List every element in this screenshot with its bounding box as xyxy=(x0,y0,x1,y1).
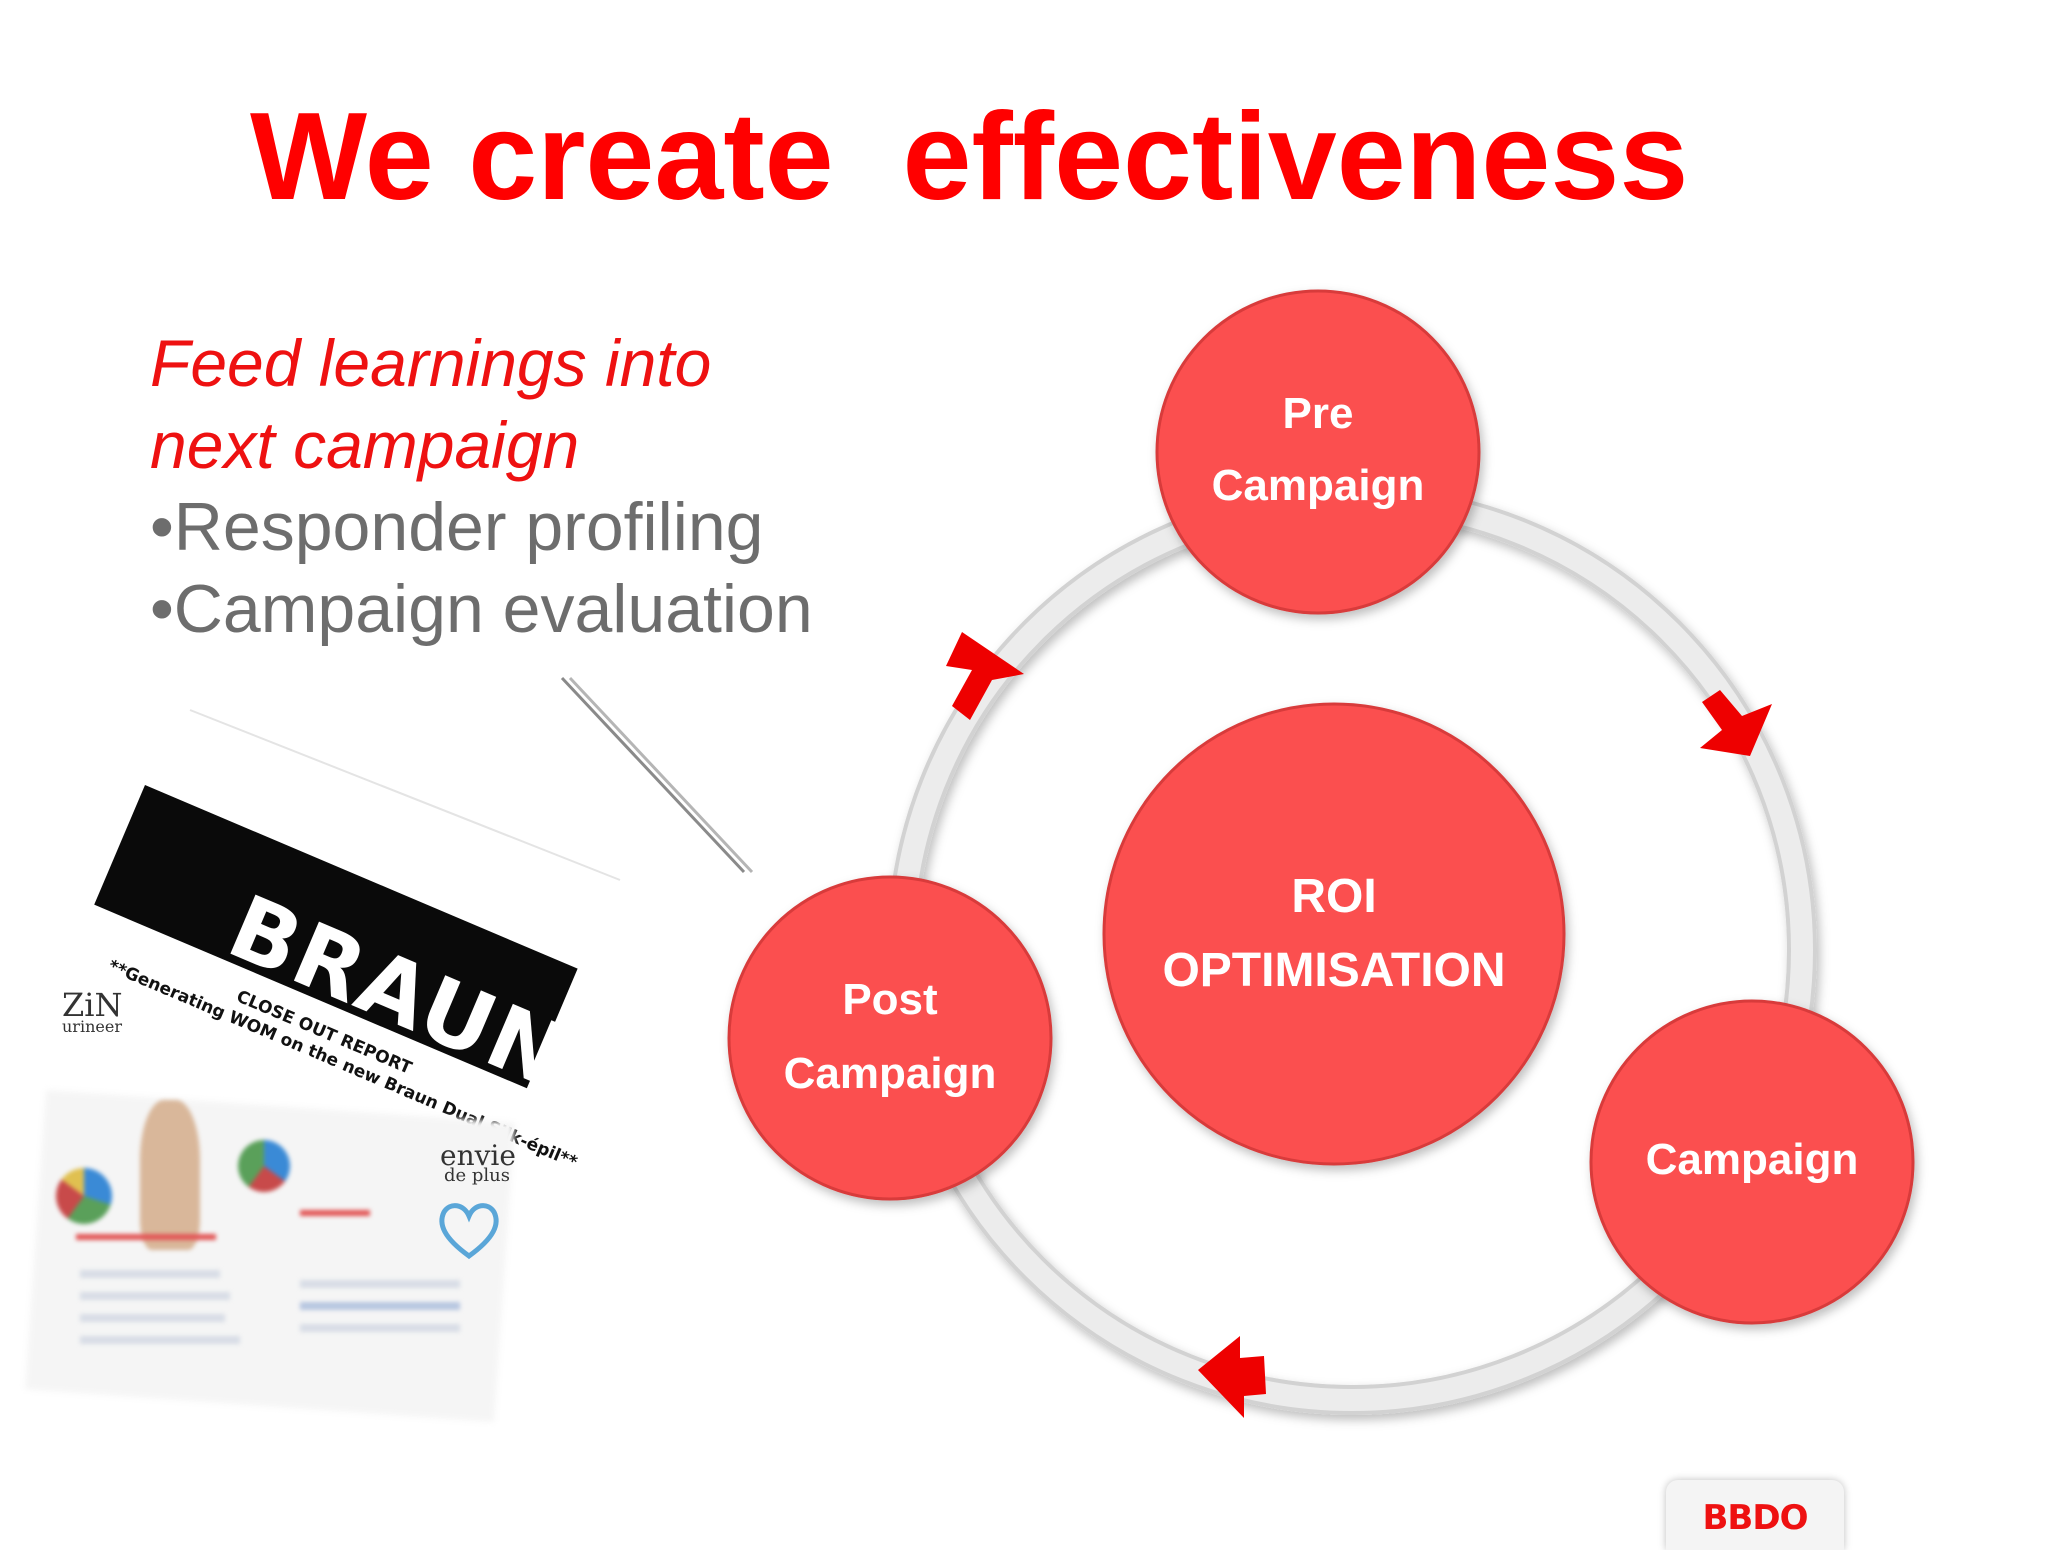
feed-learnings-line-1: Feed learnings into xyxy=(150,326,712,400)
blurred-table-row xyxy=(80,1336,240,1344)
cycle-arrow-bottom xyxy=(1198,1336,1266,1418)
bbdo-logo: BBDO xyxy=(1666,1480,1844,1550)
cycle-arrow-left xyxy=(946,632,1024,720)
slide-title: We create effectiveness xyxy=(250,88,1689,226)
person-photo xyxy=(140,1100,200,1250)
blurred-table-row xyxy=(300,1280,460,1288)
svg-text:Campaign: Campaign xyxy=(1646,1135,1859,1184)
pie-chart-icon xyxy=(56,1168,112,1224)
blurred-heading xyxy=(76,1234,216,1240)
svg-text:Post: Post xyxy=(842,975,938,1024)
blurred-table-row xyxy=(80,1270,220,1278)
cycle-arrow-right xyxy=(1700,690,1772,756)
node-post-campaign: Post Campaign xyxy=(727,875,1053,1201)
blurred-table-row xyxy=(80,1314,225,1322)
node-pre-campaign: Pre Campaign xyxy=(1155,289,1481,615)
heart-icon xyxy=(439,1203,499,1260)
feed-learnings-line-2: next campaign xyxy=(150,408,580,482)
blurred-table-row xyxy=(80,1292,230,1300)
blurred-table-row xyxy=(300,1324,460,1332)
blurred-heading xyxy=(300,1210,370,1216)
svg-text:Campaign: Campaign xyxy=(1212,461,1425,510)
bullet-campaign-evaluation: •Campaign evaluation xyxy=(150,571,813,647)
report-page-edge xyxy=(189,709,621,881)
pie-chart-icon xyxy=(238,1140,290,1192)
learnings-bullet-list: •Responder profiling •Campaign evaluatio… xyxy=(150,486,813,650)
svg-text:Pre: Pre xyxy=(1283,389,1354,438)
blurred-table-row xyxy=(300,1302,460,1310)
zin-logo: ZiN urineer xyxy=(62,986,123,1036)
svg-text:OPTIMISATION: OPTIMISATION xyxy=(1162,944,1505,997)
callout-pointer-line xyxy=(560,676,754,874)
learnings-block: Feed learnings into next campaign •Respo… xyxy=(150,322,813,650)
svg-text:Campaign: Campaign xyxy=(784,1049,997,1098)
node-roi-optimisation: ROI OPTIMISATION xyxy=(1102,702,1566,1166)
envie-de-plus-logo: envie de plus xyxy=(440,1139,516,1186)
node-campaign: Campaign xyxy=(1589,999,1915,1325)
svg-text:ROI: ROI xyxy=(1291,870,1376,923)
bullet-responder-profiling: •Responder profiling xyxy=(150,489,764,565)
